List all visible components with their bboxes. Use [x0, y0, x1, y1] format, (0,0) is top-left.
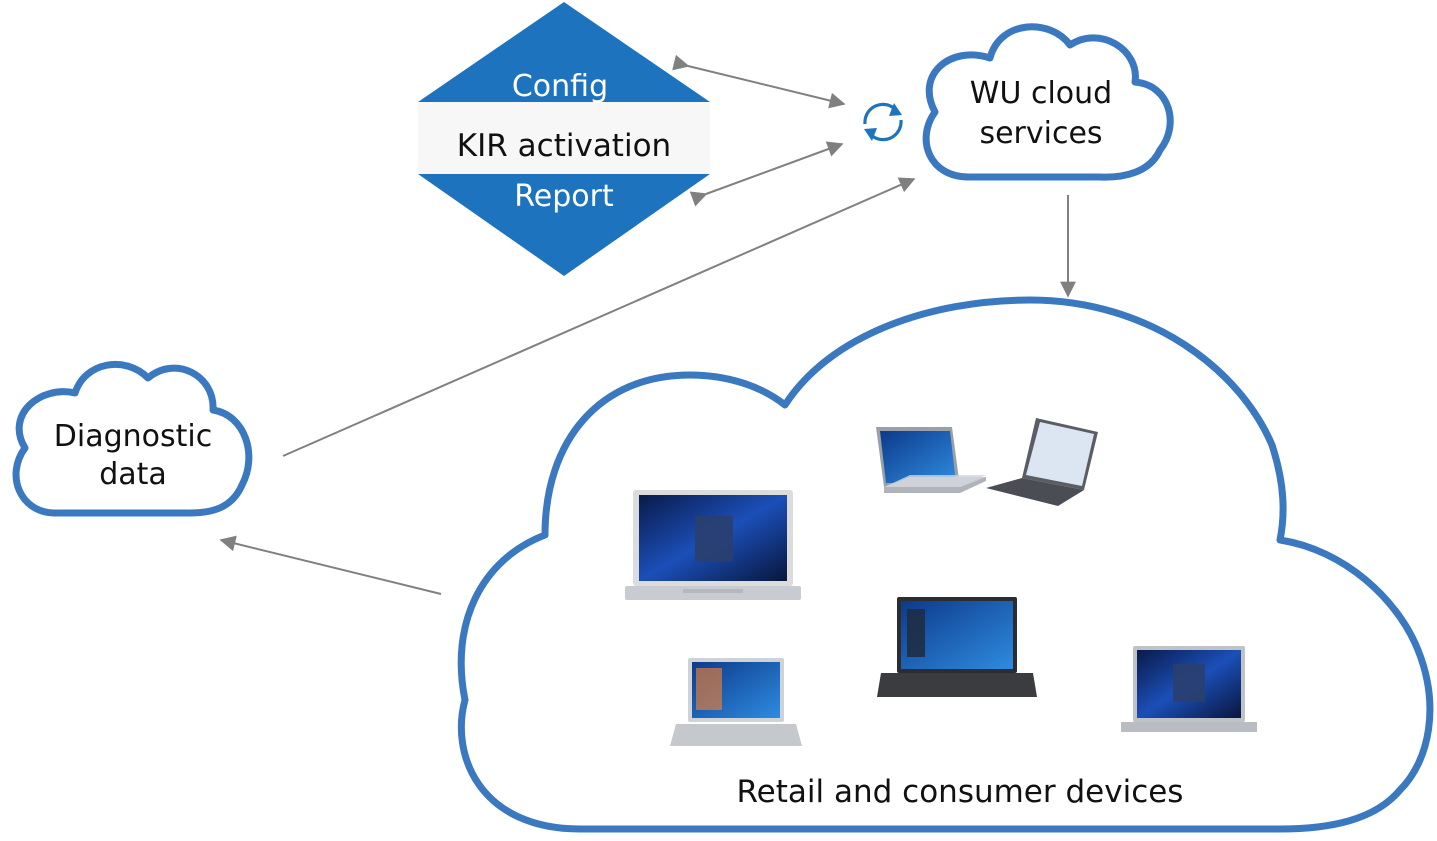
laptop-icon [1121, 646, 1257, 732]
laptop-icon [876, 427, 986, 493]
report-arrow [689, 141, 844, 207]
diagnostic-to-wu-arrow [282, 177, 916, 457]
devices-cloud: Retail and consumer devices [457, 296, 1434, 833]
laptop-icon [877, 597, 1037, 697]
config-arrow [672, 54, 846, 109]
kir-activation-diamond: Config KIR activation Report [418, 2, 710, 276]
kir-band [418, 102, 710, 174]
wu-cloud: WU cloud services [922, 23, 1174, 181]
wu-cloud-line1: WU cloud [970, 76, 1112, 111]
config-triangle [418, 2, 710, 102]
diagnostic-line1: Diagnostic [54, 419, 212, 454]
devices-to-diagnostic-arrow [219, 535, 442, 595]
sync-icon [863, 102, 903, 142]
diagnostic-cloud: Diagnostic data [12, 361, 253, 517]
wu-cloud-line2: services [979, 116, 1102, 151]
kir-wu-arrows [672, 54, 846, 207]
devices-label: Retail and consumer devices [737, 774, 1184, 810]
kir-activation-label: KIR activation [457, 128, 671, 164]
diagnostic-line2: data [99, 457, 167, 492]
report-triangle [418, 174, 710, 276]
tablet-icon [986, 418, 1098, 506]
laptop-icon [670, 658, 802, 746]
laptop-icon [625, 490, 801, 600]
report-label: Report [514, 179, 614, 214]
config-label: Config [512, 69, 608, 104]
